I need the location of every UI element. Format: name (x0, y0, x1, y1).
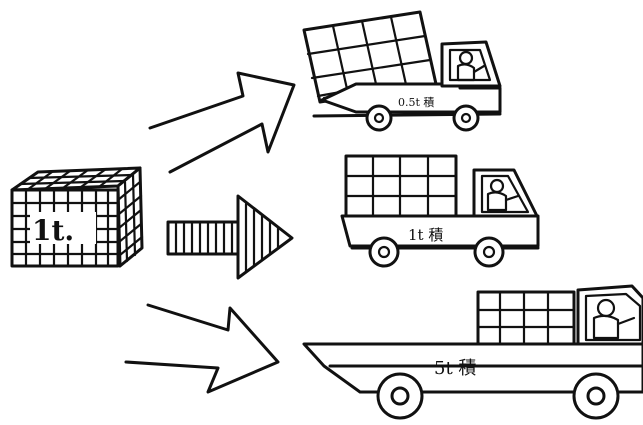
driver-icon (592, 298, 636, 340)
driver-icon (456, 50, 486, 82)
arrow-to-large-truck (124, 303, 280, 394)
truck-medium: 1t 積 (340, 154, 540, 268)
cargo-cube: 1t. (10, 166, 144, 268)
truck-small-capacity-label: 0.5t 積 (398, 95, 434, 109)
arrow-to-medium-truck (166, 194, 294, 280)
arrow-to-small-truck (148, 71, 296, 174)
truck-small: 0.5t 積 (302, 10, 502, 132)
truck-large: 5t 積 (302, 284, 643, 420)
truck-large-capacity-label: 5t 積 (434, 358, 476, 379)
driver-icon (486, 178, 520, 212)
truck-medium-capacity-label: 1t 積 (408, 226, 443, 244)
cargo-weight-label: 1t. (32, 214, 74, 247)
